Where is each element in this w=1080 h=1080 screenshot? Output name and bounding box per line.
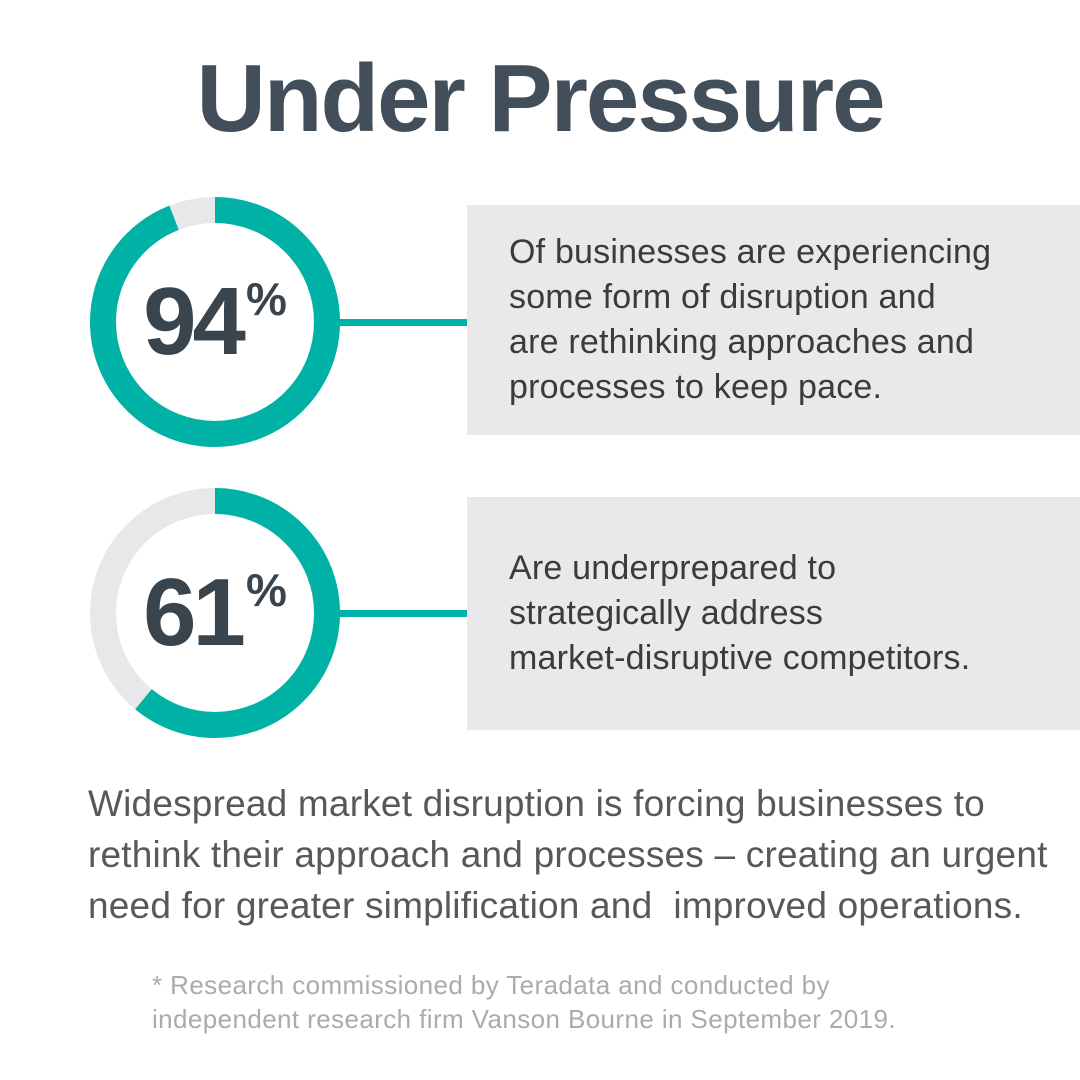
donut-chart-61: 61 % xyxy=(90,488,340,738)
text-line: independent research firm Vanson Bourne … xyxy=(152,1004,896,1034)
text-line: are rethinking approaches and xyxy=(509,323,975,361)
stat-value: 61 xyxy=(143,559,246,666)
percent-sign: % xyxy=(245,564,287,616)
footnote: * Research commissioned by Teradata and … xyxy=(152,968,896,1036)
percent-sign: % xyxy=(245,273,287,325)
donut-value-arc xyxy=(90,488,340,738)
stat-number-group: 61 % xyxy=(143,565,287,661)
text-line: Widespread market disruption is forcing … xyxy=(88,783,985,824)
text-line: processes to keep pace. xyxy=(509,368,883,406)
stat-value: 94 xyxy=(143,268,246,375)
donut-value-arc xyxy=(90,197,340,447)
donut-svg xyxy=(90,197,340,447)
text-line: strategically address xyxy=(509,594,824,632)
connector-line xyxy=(336,610,467,617)
text-line: * Research commissioned by Teradata and … xyxy=(152,970,830,1000)
text-line: some form of disruption and xyxy=(509,278,936,316)
stat-description-box: Are underprepared to strategically addre… xyxy=(467,497,1080,730)
stat-number-group: 94 % xyxy=(143,274,287,370)
text-line: rethink their approach and processes – c… xyxy=(88,834,1048,875)
body-paragraph: Widespread market disruption is forcing … xyxy=(88,778,1048,931)
text-line: market-disruptive competitors. xyxy=(509,639,971,677)
connector-line xyxy=(336,319,467,326)
stat-description-box: Of businesses are experiencing some form… xyxy=(467,205,1080,435)
text-line: Of businesses are experiencing xyxy=(509,233,992,271)
text-line: need for greater simplification and impr… xyxy=(88,885,1023,926)
page-title: Under Pressure xyxy=(196,45,886,152)
donut-center-label: 61 % xyxy=(90,488,340,738)
text-line: Are underprepared to xyxy=(509,549,837,587)
donut-chart-94: 94 % xyxy=(90,197,340,447)
donut-center-label: 94 % xyxy=(90,197,340,447)
donut-svg xyxy=(90,488,340,738)
